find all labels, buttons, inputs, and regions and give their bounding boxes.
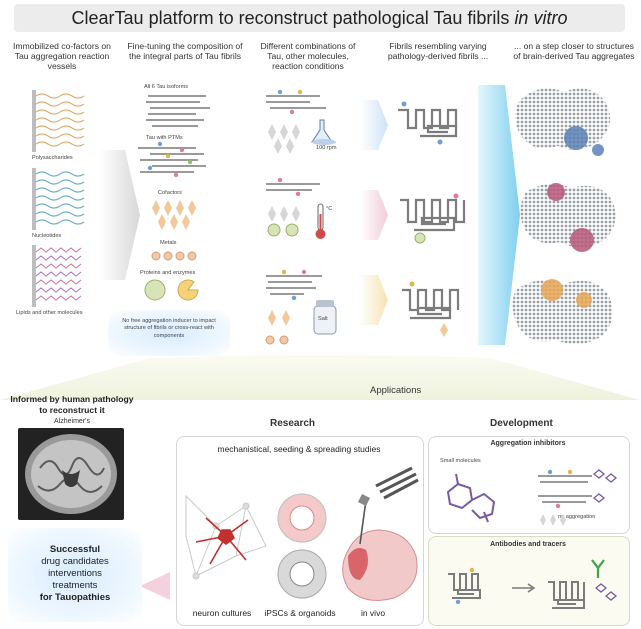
- antibodies-heading: Antibodies and tracers: [490, 541, 566, 548]
- column-header-structures: ... on a step closer to structures of br…: [513, 41, 635, 61]
- research-subtitle: mechanistical, seeding & spreading studi…: [217, 444, 381, 454]
- inhibited-tau-lines: [538, 475, 592, 503]
- small-molecule-structure: [446, 473, 496, 523]
- brain-mri-image: [18, 428, 124, 520]
- success-box: Successful drug candidates interventions…: [8, 528, 142, 622]
- success-line-1: Successful: [49, 544, 101, 555]
- column-header-combinations: Different combinations of Tau, other mol…: [260, 41, 356, 71]
- cofactor-diamonds: [152, 200, 196, 230]
- column-header-cofactors: Immobilized co-factors on Tau aggregatio…: [13, 41, 111, 71]
- page-title: ClearTau platform to reconstruct patholo…: [14, 4, 625, 32]
- applications-band: [0, 355, 640, 400]
- inhibitors-illustration: [446, 469, 618, 526]
- label-small-molecules: Small molecules: [440, 458, 481, 464]
- note-text: No free aggregation inducer to impact st…: [122, 318, 216, 339]
- antibodies-panel: [428, 536, 630, 626]
- label-tau-isoforms: All 6 Tau isoforms: [144, 84, 189, 90]
- protein-enzyme-icons: [144, 279, 199, 301]
- tau-ptm-lines: [138, 141, 206, 178]
- fibril-blue: [398, 101, 458, 145]
- column-header-finetuning: Fine-tuning the composition of the integ…: [127, 41, 243, 61]
- arrow-to-success: [140, 572, 170, 600]
- metal-ions: [151, 251, 197, 261]
- success-line-3: interventions: [48, 568, 102, 579]
- applications-heading: Applications: [370, 385, 422, 396]
- label-cofactors: Cofactors: [158, 190, 182, 196]
- label-lipids: Lipids and other molecules: [16, 310, 83, 316]
- combo-row-3: [265, 269, 337, 345]
- informed-heading: Informed by human pathology to reconstru…: [10, 394, 134, 415]
- label-nucleotides: Nucleotides: [32, 233, 62, 239]
- lipid-vessel: [32, 245, 82, 307]
- combo-row-2: [266, 177, 326, 239]
- fibril-right: [548, 581, 585, 609]
- organoid-drawings: [277, 493, 327, 599]
- success-line-5: for Tauopathies: [39, 592, 111, 603]
- in-vivo-brain: [342, 494, 418, 601]
- label-neuron-cultures: neuron cultures: [192, 608, 252, 618]
- label-no-aggregation: no aggregation: [558, 514, 596, 520]
- label-polysaccharides: Polysaccharides: [32, 155, 73, 161]
- fibril-tubes: [375, 466, 419, 500]
- label-salt: Salt: [318, 316, 328, 322]
- aggregate-pink: [520, 183, 616, 252]
- nucleotide-vessel: [32, 168, 85, 230]
- label-tau-ptms: Tau with PTMs: [146, 135, 183, 141]
- fibril-yellow: [402, 281, 460, 337]
- label-temperature: °C: [326, 206, 333, 212]
- label-in-vivo: in vivo: [360, 608, 386, 618]
- chevron-arrow-2: [478, 85, 520, 345]
- column-header-fibrils: Fibrils resembling varying pathology-der…: [387, 41, 489, 61]
- development-heading: Development: [490, 418, 553, 429]
- success-line-2: drug candidates: [41, 556, 109, 567]
- neuron-red: [195, 517, 249, 565]
- aggregate-blue: [515, 88, 611, 156]
- tau-isoform-lines: [146, 95, 210, 127]
- informed-caption: Alzheimer's: [54, 418, 90, 425]
- fibril-pink: [400, 193, 466, 244]
- label-metals: Metals: [160, 240, 177, 246]
- label-proteins-enzymes: Proteins and enzymes: [140, 270, 196, 276]
- research-illustrations: [185, 466, 419, 601]
- chevron-arrow-1: [100, 150, 140, 280]
- aggregate-orange: [512, 279, 613, 345]
- label-rpm: 100 rpm: [316, 145, 337, 151]
- label-ipscs-organoids: iPSCs & organoids: [264, 608, 336, 618]
- combo-row-1: [266, 89, 336, 154]
- polysaccharide-vessel: [32, 90, 85, 152]
- note-box: No free aggregation inducer to impact st…: [108, 310, 230, 356]
- inhibitors-heading: Aggregation inhibitors: [490, 440, 566, 447]
- antibody-icon: [591, 559, 605, 578]
- success-line-4: treatments: [52, 580, 98, 591]
- fibril-left: [448, 573, 481, 599]
- antibodies-illustration: [448, 559, 618, 609]
- research-heading: Research: [270, 418, 316, 429]
